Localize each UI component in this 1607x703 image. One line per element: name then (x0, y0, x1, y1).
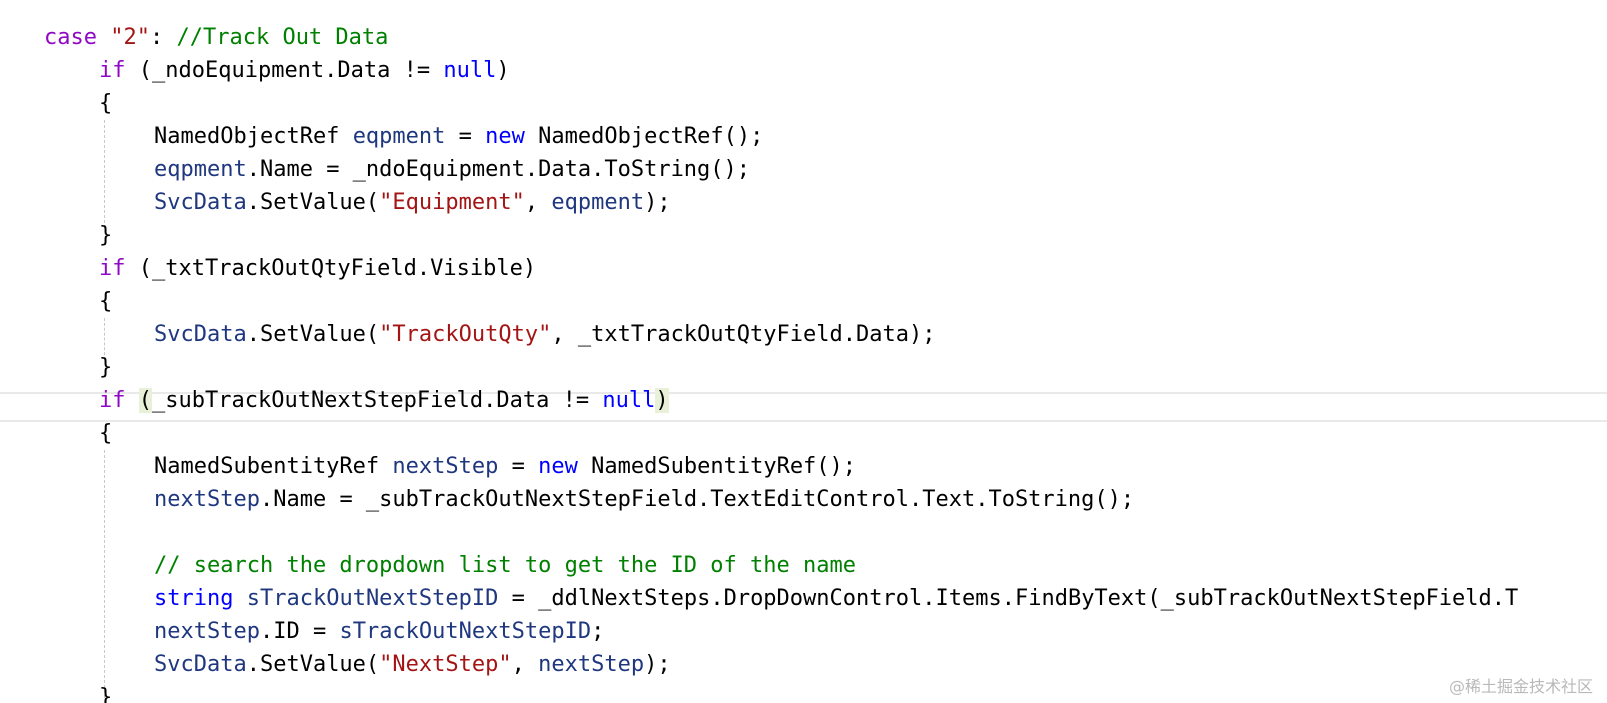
code-token: , (511, 652, 539, 677)
code-token: nextStep (392, 454, 499, 479)
code-token: "2" (110, 25, 150, 50)
code-line[interactable]: } (99, 351, 112, 384)
code-token: string (154, 586, 234, 611)
code-token: "NextStep" (379, 652, 512, 677)
code-token: .SetValue( (246, 322, 380, 347)
code-token: nextStep (154, 619, 260, 644)
code-token: NamedSubentityRef (154, 454, 393, 479)
code-line[interactable]: eqpment.Name = _ndoEquipment.Data.ToStri… (154, 153, 750, 186)
code-line[interactable]: { (99, 285, 112, 318)
code-token: .SetValue( (246, 190, 380, 215)
code-token: nextStep (154, 487, 260, 512)
code-token: // search the dropdown list to get the I… (154, 553, 856, 578)
code-token: sTrackOutNextStepID (246, 586, 499, 611)
code-token: NamedSubentityRef(); (577, 454, 857, 479)
code-token: .ID = (259, 619, 340, 644)
code-token: ) (655, 388, 669, 413)
watermark: @稀土掘金技术社区 (1448, 677, 1593, 696)
code-token: eqpment (352, 124, 446, 149)
code-token: new (485, 124, 525, 149)
code-line[interactable]: if (_txtTrackOutQtyField.Visible) (99, 252, 536, 285)
code-token: { (99, 91, 113, 116)
code-token: (_txtTrackOutQtyField.Visible) (125, 256, 537, 281)
code-token: "TrackOutQty" (379, 322, 552, 347)
code-token: ; (591, 619, 605, 644)
code-token (233, 586, 246, 611)
code-line[interactable]: nextStep.Name = _subTrackOutNextStepFiel… (154, 483, 1134, 516)
code-token: .SetValue( (246, 652, 380, 677)
code-token: NamedObjectRef(); (524, 124, 764, 149)
code-token: { (99, 421, 113, 446)
code-token: .Name = _subTrackOutNextStepField.TextEd… (259, 487, 1135, 512)
code-token: if (99, 388, 126, 413)
code-line[interactable]: SvcData.SetValue("Equipment", eqpment); (154, 186, 671, 219)
code-token: : (149, 25, 177, 50)
code-line[interactable]: // search the dropdown list to get the I… (154, 549, 856, 582)
code-token: = _ddlNextSteps.DropDownControl.Items.Fi… (498, 586, 1519, 611)
code-token: { (99, 289, 113, 314)
code-token: sTrackOutNextStepID (339, 619, 592, 644)
code-line[interactable]: SvcData.SetValue("NextStep", nextStep); (154, 648, 671, 681)
code-token: , (524, 190, 552, 215)
code-token: } (99, 685, 113, 703)
code-token: null (602, 388, 656, 413)
code-token: NamedObjectRef (154, 124, 353, 149)
code-token: } (99, 355, 113, 380)
code-token: = (445, 124, 486, 149)
code-line[interactable]: case "2": //Track Out Data (44, 21, 388, 54)
code-token: case (44, 25, 111, 50)
code-token: eqpment (551, 190, 645, 215)
code-line[interactable]: string sTrackOutNextStepID = _ddlNextSte… (154, 582, 1518, 615)
code-line[interactable]: { (99, 87, 112, 120)
code-token: _subTrackOutNextStepField.Data != (152, 388, 603, 413)
code-line[interactable]: if (_subTrackOutNextStepField.Data != nu… (99, 384, 669, 417)
current-line-highlight (0, 392, 1607, 422)
code-token: ); (644, 652, 671, 677)
code-token: SvcData (154, 652, 247, 677)
code-line[interactable]: } (99, 219, 112, 252)
code-line[interactable]: NamedObjectRef eqpment = new NamedObject… (154, 120, 763, 153)
code-token: ) (496, 58, 510, 83)
indent-guide-block-3 (104, 450, 105, 703)
code-token: ( (138, 388, 152, 413)
code-line[interactable]: } (99, 681, 112, 703)
code-token: } (99, 223, 113, 248)
code-line[interactable]: SvcData.SetValue("TrackOutQty", _txtTrac… (154, 318, 935, 351)
code-token: = (498, 454, 539, 479)
code-token: null (443, 58, 497, 83)
indent-guide-block-2 (104, 318, 105, 360)
code-token: if (99, 256, 126, 281)
code-token: new (538, 454, 578, 479)
code-line[interactable]: if (_ndoEquipment.Data != null) (99, 54, 510, 87)
code-token: SvcData (154, 190, 247, 215)
code-line[interactable]: { (99, 417, 112, 450)
code-token: if (99, 58, 126, 83)
code-token: "Equipment" (379, 190, 525, 215)
code-token: .Name = _ndoEquipment.Data.ToString(); (246, 157, 751, 182)
code-token: SvcData (154, 322, 247, 347)
code-token: nextStep (538, 652, 645, 677)
code-token: //Track Out Data (176, 25, 389, 50)
indent-guide-block-1 (104, 120, 105, 228)
code-token: , _txtTrackOutQtyField.Data); (551, 322, 936, 347)
code-token: (_ndoEquipment.Data != (125, 58, 444, 83)
code-line[interactable]: NamedSubentityRef nextStep = new NamedSu… (154, 450, 856, 483)
code-token: eqpment (154, 157, 247, 182)
code-token: ); (644, 190, 671, 215)
code-line[interactable]: nextStep.ID = sTrackOutNextStepID; (154, 615, 604, 648)
code-token (126, 388, 139, 413)
